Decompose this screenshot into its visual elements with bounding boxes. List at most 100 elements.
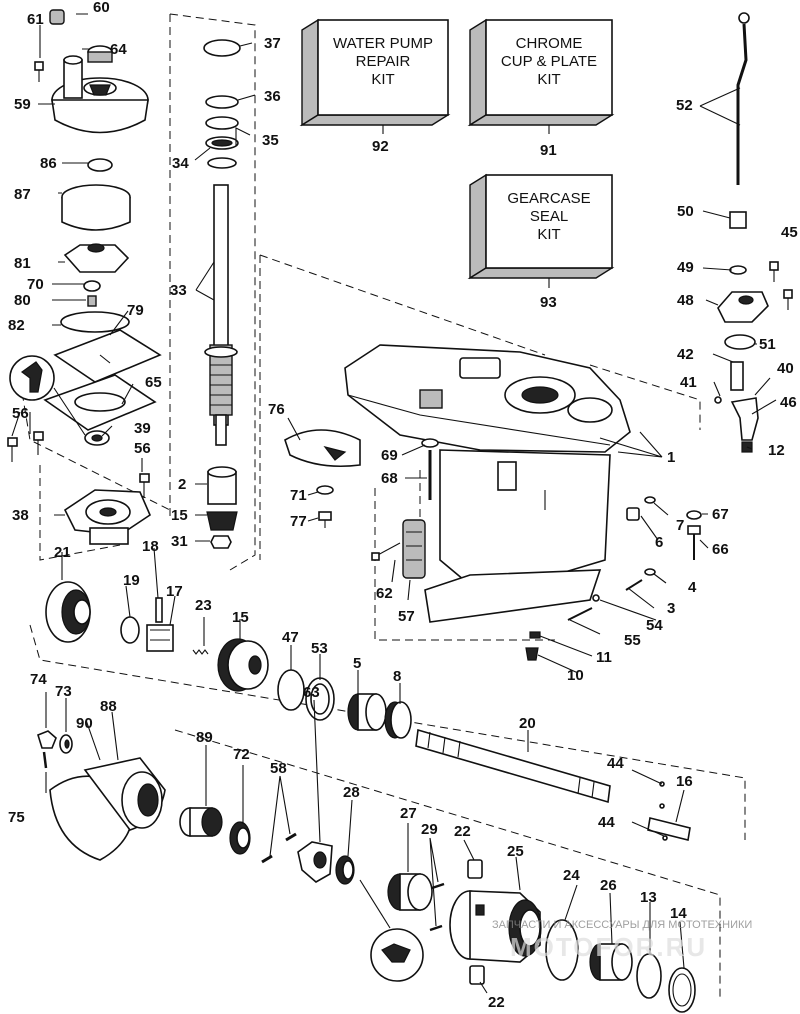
o-ring-part-51 xyxy=(724,334,756,350)
label-55: 55 xyxy=(624,632,641,649)
shim-part-36 xyxy=(205,95,239,109)
thrust-washer-part-47 xyxy=(277,669,305,711)
gearcase-housing-part-1 xyxy=(344,344,631,623)
watermark-caption: ЗАПЧАСТИ И АКСЕССУАРЫ ДЛЯ МОТОТЕХНИКИ xyxy=(492,919,752,931)
plate-part-76 xyxy=(284,429,361,468)
label-8: 8 xyxy=(393,668,401,685)
label-38: 38 xyxy=(12,507,29,524)
seal-part-28 xyxy=(335,855,355,885)
label-86: 86 xyxy=(40,155,57,172)
label-59: 59 xyxy=(14,96,31,113)
washer-part-69 xyxy=(421,438,439,448)
label-17: 17 xyxy=(166,583,183,600)
label-18: 18 xyxy=(142,538,159,555)
propeller-part-88 xyxy=(49,757,166,861)
label-67: 67 xyxy=(712,506,729,523)
pin-part-18 xyxy=(155,597,163,623)
propeller-shaft-part-20 xyxy=(415,728,611,804)
screws-part-58 xyxy=(261,832,297,864)
label-28: 28 xyxy=(343,784,360,801)
screw-part-66 xyxy=(687,525,701,560)
bearing-part-35 xyxy=(205,116,239,169)
screw-part-56-right xyxy=(139,473,150,498)
detail-callout-bottom xyxy=(359,879,424,982)
label-42: 42 xyxy=(677,346,694,363)
label-39: 39 xyxy=(134,420,151,437)
plug-part-6 xyxy=(626,507,640,521)
label-82: 82 xyxy=(8,317,25,334)
label-88: 88 xyxy=(100,698,117,715)
retainer-part-38 xyxy=(63,489,152,545)
label-56-right: 56 xyxy=(134,440,151,457)
label-54: 54 xyxy=(646,617,663,634)
o-ring-part-70 xyxy=(83,280,101,292)
label-44-bottom: 44 xyxy=(598,814,615,831)
label-74: 74 xyxy=(30,671,47,688)
label-87: 87 xyxy=(14,186,31,203)
label-46: 46 xyxy=(780,394,797,411)
impeller-cup-part-87 xyxy=(61,184,131,231)
bearing-housing-part-25 xyxy=(449,890,542,963)
label-60: 60 xyxy=(93,0,110,16)
nut-part-74 xyxy=(37,730,57,749)
label-62: 62 xyxy=(376,585,393,602)
assembly-guide-lines xyxy=(19,13,746,1000)
nut-part-31 xyxy=(210,535,232,549)
gearcase-seal-kit-box: GEARCASE SEAL KIT 93 xyxy=(467,173,615,311)
lever-part-46 xyxy=(730,397,759,441)
label-44-top: 44 xyxy=(607,755,624,772)
screw-part-56-left xyxy=(7,431,44,462)
screw-part-45 xyxy=(769,261,793,310)
label-58: 58 xyxy=(270,760,287,777)
screw-part-71 xyxy=(316,485,334,495)
label-7: 7 xyxy=(676,517,684,534)
o-ring-part-4 xyxy=(644,568,656,576)
screw-part-55 xyxy=(567,607,593,621)
label-37: 37 xyxy=(264,35,281,52)
label-16: 16 xyxy=(676,773,693,790)
shift-rod-part-52 xyxy=(736,12,750,185)
label-77: 77 xyxy=(290,513,307,530)
thrust-washer-part-72 xyxy=(229,821,251,855)
bearing-part-8 xyxy=(384,701,412,739)
label-80: 80 xyxy=(14,292,31,309)
shim-part-53 xyxy=(305,677,335,721)
label-34: 34 xyxy=(172,155,189,172)
label-26: 26 xyxy=(600,877,617,894)
bushing-part-50 xyxy=(729,211,747,229)
anode-part-57 xyxy=(402,519,426,579)
gearcase-seal-kit-line1: GEARCASE xyxy=(507,190,590,207)
label-89: 89 xyxy=(196,729,213,746)
gasket-part-7 xyxy=(644,496,656,504)
water-pump-kit-line3: KIT xyxy=(371,71,394,88)
shift-shaft-part-42 xyxy=(730,361,744,391)
chrome-cup-kit-box: CHROME CUP & PLATE KIT 91 xyxy=(467,18,615,159)
label-15: 15 xyxy=(232,609,249,626)
label-1: 1 xyxy=(667,449,675,466)
label-6: 6 xyxy=(655,534,663,551)
label-22-top: 22 xyxy=(454,823,471,840)
bearing-part-5 xyxy=(347,693,387,731)
label-11: 11 xyxy=(596,649,612,666)
label-61: 61 xyxy=(27,11,44,28)
label-64: 64 xyxy=(110,41,127,58)
screw-part-77 xyxy=(318,511,332,528)
label-48: 48 xyxy=(677,292,694,309)
washer-part-11 xyxy=(529,631,541,639)
label-19: 19 xyxy=(123,572,140,589)
label-3: 3 xyxy=(667,600,675,617)
washer-part-67 xyxy=(686,510,702,520)
chrome-cup-kit-line1: CHROME xyxy=(516,35,583,52)
label-79: 79 xyxy=(127,302,144,319)
watermark: ЗАПЧАСТИ И АКСЕССУАРЫ ДЛЯ МОТОТЕХНИКИ MO… xyxy=(492,919,752,962)
thrust-hub-part-89 xyxy=(179,807,223,837)
label-41: 41 xyxy=(680,374,697,391)
gasket-part-82 xyxy=(60,311,130,333)
driveshaft-part-33 xyxy=(204,184,238,446)
spring-part-23 xyxy=(192,649,209,655)
water-pump-kit-number: 92 xyxy=(372,138,389,155)
screws-part-29 xyxy=(429,882,445,932)
label-50: 50 xyxy=(677,203,694,220)
label-66: 66 xyxy=(712,541,729,558)
label-23: 23 xyxy=(195,597,212,614)
